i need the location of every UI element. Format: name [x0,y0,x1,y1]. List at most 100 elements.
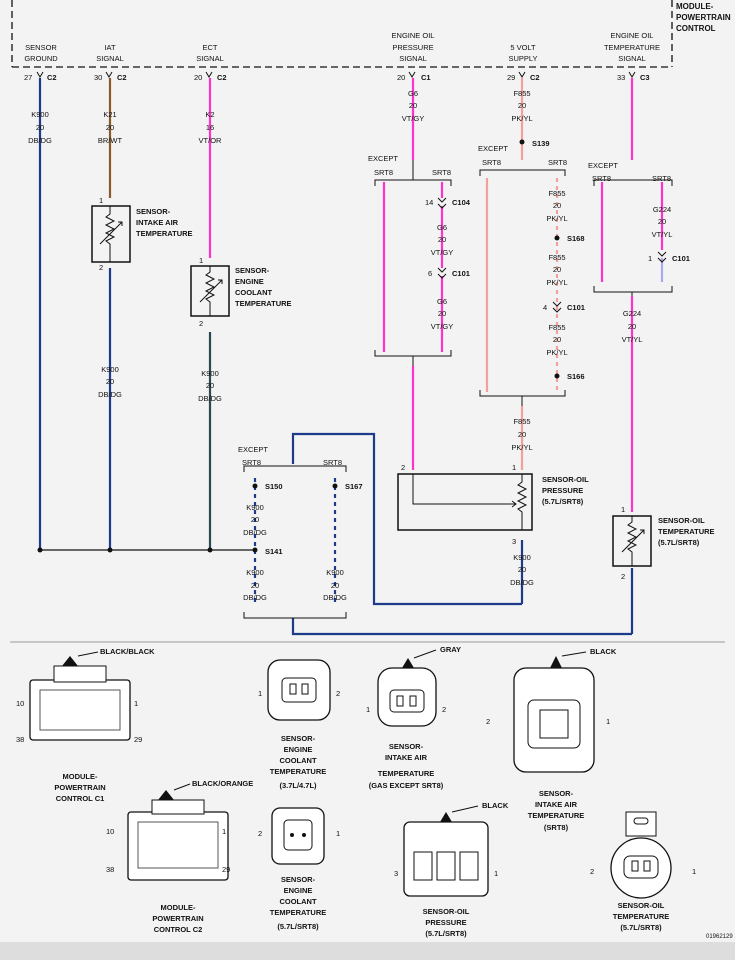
svg-text:1: 1 [336,829,340,838]
svg-text:SRT8: SRT8 [548,158,567,167]
svg-text:C101: C101 [452,269,470,278]
svg-text:SRT8: SRT8 [482,158,501,167]
svg-text:INTAKE AIR: INTAKE AIR [535,800,578,809]
svg-text:DB/DG: DB/DG [323,593,347,602]
svg-text:VT/GY: VT/GY [431,248,454,257]
svg-text:SRT8: SRT8 [323,458,342,467]
svg-text:14: 14 [425,198,433,207]
svg-text:PK/YL: PK/YL [546,348,567,357]
svg-text:ENGINE OIL: ENGINE OIL [611,31,654,40]
svg-text:F855: F855 [548,253,565,262]
svg-text:20: 20 [206,381,214,390]
svg-text:29: 29 [507,73,515,82]
svg-text:SRT8: SRT8 [374,168,393,177]
svg-text:G6: G6 [437,297,447,306]
svg-text:(5.7L/SRT8): (5.7L/SRT8) [620,923,662,932]
svg-text:S168: S168 [567,234,585,243]
svg-text:SENSOR-OIL: SENSOR-OIL [658,516,705,525]
inline-pins: 146 41 [425,198,652,312]
svg-text:S167: S167 [345,482,363,491]
svg-text:TEMPERATURE: TEMPERATURE [136,229,193,238]
svg-text:C104: C104 [452,198,471,207]
svg-text:K900: K900 [101,365,119,374]
svg-text:K900: K900 [513,553,531,562]
svg-text:20: 20 [438,309,446,318]
svg-text:20: 20 [553,335,561,344]
inline-connectors [437,197,667,313]
svg-text:3: 3 [394,869,398,878]
svg-text:SIGNAL: SIGNAL [399,54,427,63]
svg-text:(5.7L/SRT8): (5.7L/SRT8) [542,497,584,506]
svg-text:VT/GY: VT/GY [402,114,425,123]
bottom-strip [0,942,735,960]
svg-text:1: 1 [692,867,696,876]
svg-text:2: 2 [486,717,490,726]
svg-text:6: 6 [428,269,432,278]
svg-text:SUPPLY: SUPPLY [508,54,537,63]
svg-text:PK/YL: PK/YL [511,443,532,452]
svg-text:SENSOR-: SENSOR- [235,266,270,275]
svg-text:2: 2 [199,319,203,328]
svg-text:20: 20 [518,430,526,439]
svg-text:BLACK/ORANGE: BLACK/ORANGE [192,779,253,788]
svg-text:20: 20 [331,581,339,590]
svg-text:MODULE-: MODULE- [676,2,714,11]
svg-text:(5.7L/SRT8): (5.7L/SRT8) [277,922,319,931]
svg-text:20: 20 [553,201,561,210]
svg-text:1: 1 [648,254,652,263]
svg-text:F855: F855 [548,323,565,332]
svg-text:16: 16 [206,123,214,132]
svg-text:PRESSURE: PRESSURE [542,486,583,495]
svg-text:F855: F855 [513,89,530,98]
svg-text:VT/YL: VT/YL [652,230,673,239]
svg-text:TEMPERATURE: TEMPERATURE [528,811,585,820]
svg-text:EXCEPT: EXCEPT [368,154,398,163]
svg-text:TEMPERATURE: TEMPERATURE [613,912,670,921]
svg-text:38: 38 [16,735,24,744]
svg-text:C2: C2 [530,73,540,82]
svg-text:GROUND: GROUND [24,54,58,63]
svg-text:S150: S150 [265,482,283,491]
svg-text:20: 20 [553,265,561,274]
svg-text:29: 29 [134,735,142,744]
svg-text:TEMPERATURE: TEMPERATURE [604,43,660,52]
svg-text:MODULE-: MODULE- [63,772,98,781]
svg-text:(3.7L/4.7L): (3.7L/4.7L) [279,781,317,790]
svg-text:(5.7L/SRT8): (5.7L/SRT8) [425,929,467,938]
svg-text:SRT8: SRT8 [592,174,611,183]
svg-text:K2: K2 [205,110,214,119]
svg-text:K900: K900 [246,503,264,512]
svg-text:INTAKE AIR: INTAKE AIR [136,218,179,227]
svg-text:20: 20 [397,73,405,82]
svg-text:C2: C2 [117,73,127,82]
svg-text:BLACK: BLACK [590,647,617,656]
figure-id: 01962129 [706,934,733,940]
svg-text:POWERTRAIN: POWERTRAIN [676,13,731,22]
svg-text:VT/GY: VT/GY [431,322,454,331]
svg-text:30: 30 [94,73,102,82]
svg-text:SENSOR-: SENSOR- [389,742,424,751]
svg-text:1: 1 [222,827,226,836]
svg-text:20: 20 [438,235,446,244]
svg-text:2: 2 [336,689,340,698]
svg-text:SENSOR-OIL: SENSOR-OIL [423,907,470,916]
svg-text:PRESSURE: PRESSURE [392,43,433,52]
svg-text:20: 20 [36,123,44,132]
svg-text:1: 1 [134,699,138,708]
svg-text:BR/WT: BR/WT [98,136,123,145]
svg-text:20: 20 [106,377,114,386]
svg-text:BLACK/BLACK: BLACK/BLACK [100,647,155,656]
svg-text:2: 2 [258,829,262,838]
svg-text:29: 29 [222,865,230,874]
svg-text:TEMPERATURE: TEMPERATURE [378,769,435,778]
svg-text:1: 1 [494,869,498,878]
